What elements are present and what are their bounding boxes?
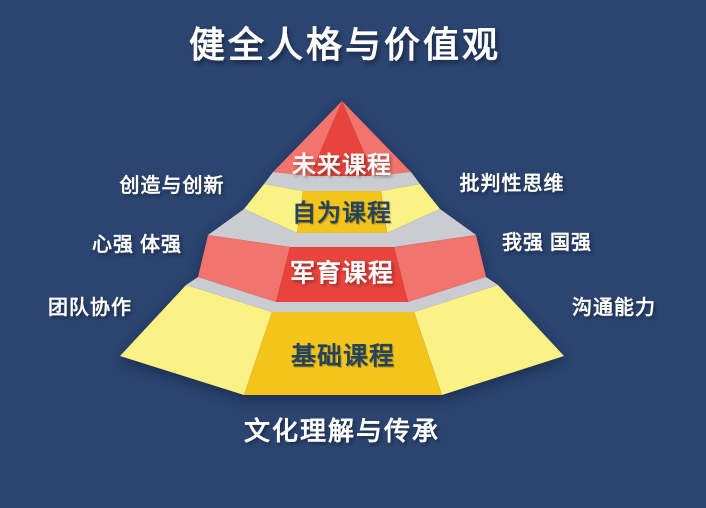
level-2-label: 自为课程	[292, 201, 392, 227]
level-2-front-face	[297, 191, 387, 233]
bottom-label-culture: 文化理解与传承	[243, 417, 441, 446]
right-label-nation-strength: 我强 国强	[502, 232, 592, 254]
level-2-right-face	[381, 184, 440, 233]
level-1-left-face	[273, 101, 342, 176]
level-4-left-face	[120, 285, 272, 395]
level-3-label: 军育课程	[289, 260, 395, 288]
right-label-critical-thinking: 批判性思维	[459, 173, 565, 195]
right-label-communication: 沟通能力	[572, 297, 656, 319]
level-1-label: 未来课程	[292, 153, 392, 179]
band-3	[186, 277, 498, 312]
level-2-left-face	[244, 184, 303, 233]
diagram-title: 健全人格与价值观	[188, 25, 502, 65]
level-3-left-face	[198, 235, 290, 302]
level-4-label: 基础课程	[290, 343, 396, 371]
level-1-right-face	[342, 101, 411, 176]
left-label-creativity: 创造与创新	[119, 175, 225, 197]
pyramid-shape	[120, 101, 564, 395]
band-1	[264, 172, 420, 191]
level-3-right-face	[394, 235, 486, 302]
level-1-front-face	[310, 101, 374, 176]
level-4-front-face	[244, 312, 442, 395]
left-label-teamwork: 团队协作	[48, 297, 132, 319]
level-4-right-face	[414, 285, 564, 395]
left-label-strength: 心强 体强	[92, 234, 182, 256]
level-3-front-face	[276, 247, 408, 302]
band-2	[208, 209, 476, 247]
